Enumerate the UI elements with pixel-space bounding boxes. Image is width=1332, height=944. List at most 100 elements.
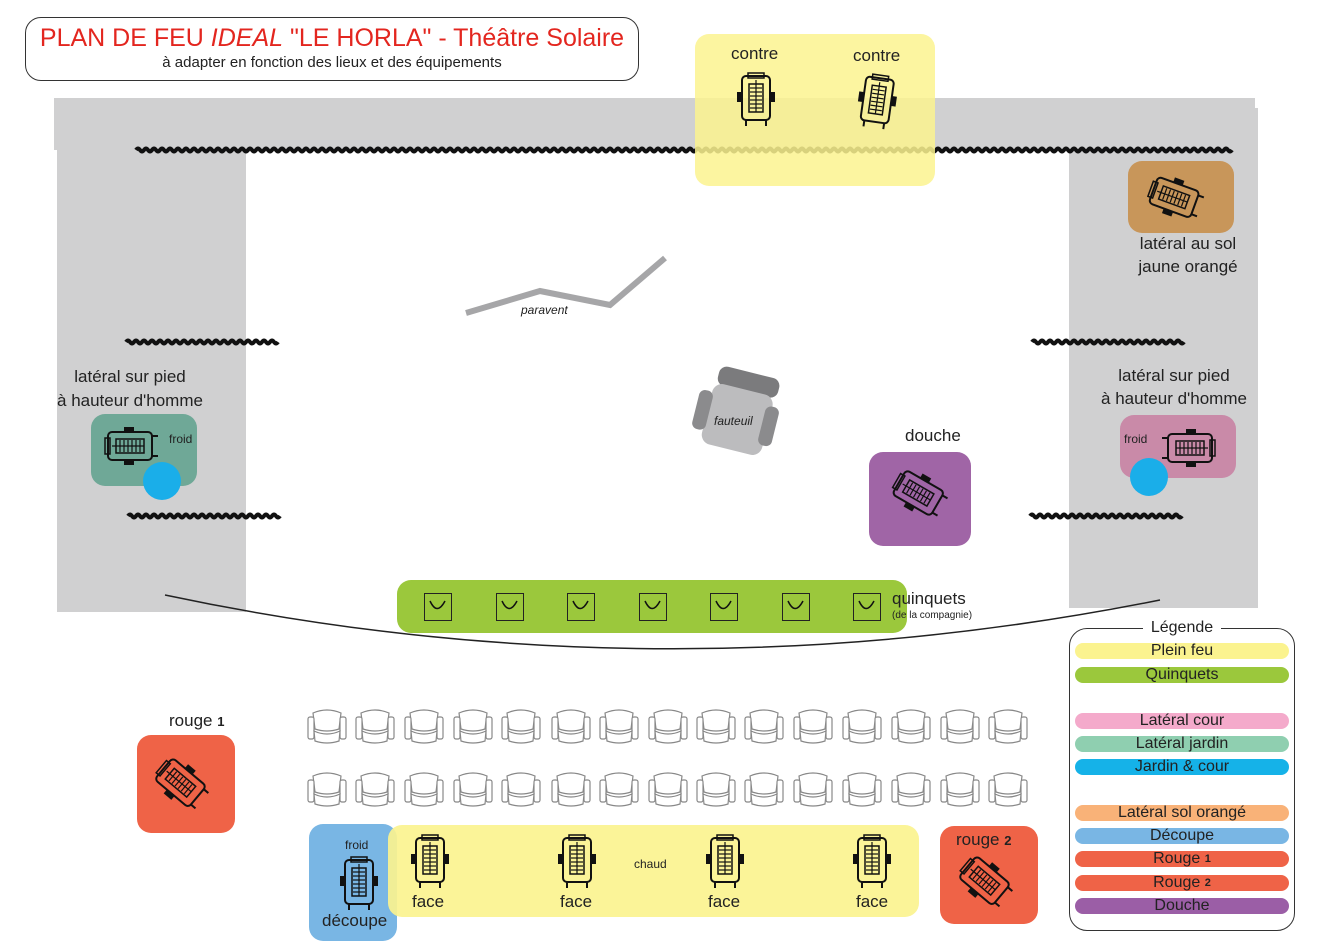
theatre-seat-icon bbox=[839, 766, 885, 817]
theatre-seat-icon bbox=[790, 766, 836, 817]
theatre-seat-icon bbox=[548, 766, 594, 817]
legend-item-douche: Douche bbox=[1075, 898, 1289, 914]
theatre-seat-icon bbox=[498, 766, 544, 817]
lateral-sol-label-2: jaune orangé bbox=[1138, 257, 1238, 276]
face-zone bbox=[388, 825, 919, 917]
theatre-seat-icon bbox=[937, 766, 983, 817]
footlight-icon bbox=[638, 593, 667, 621]
decoupe-projector-icon bbox=[337, 856, 381, 917]
face-label-4: face bbox=[856, 892, 889, 911]
footlight-icon bbox=[853, 593, 881, 621]
theatre-seat-icon bbox=[352, 766, 398, 817]
footlight-icon bbox=[710, 593, 738, 621]
title-box: PLAN DE FEU IDEAL "LE HORLA" - Théâtre S… bbox=[25, 17, 639, 81]
page-subtitle: à adapter en fonction des lieux et des é… bbox=[162, 54, 502, 71]
lateral-cour-projector-icon bbox=[1162, 420, 1216, 481]
legend-item-plein-feu: Plein feu bbox=[1075, 643, 1289, 659]
douche-zone bbox=[869, 452, 971, 546]
rouge2-projector-icon bbox=[959, 854, 1013, 915]
theatre-seat-icon bbox=[401, 766, 447, 817]
contre-zone bbox=[695, 34, 935, 186]
theatre-seat-icon bbox=[596, 703, 642, 754]
theatre-seat-icon bbox=[450, 766, 496, 817]
theatre-seat-icon bbox=[401, 703, 447, 754]
face-projector-4-icon bbox=[850, 834, 894, 895]
theatre-seat-icon bbox=[693, 703, 739, 754]
theatre-seat-icon bbox=[693, 766, 739, 817]
fauteuil-label: fauteuil bbox=[714, 414, 753, 428]
footlight-icon bbox=[567, 593, 595, 621]
contre-left-projector-icon bbox=[734, 72, 778, 133]
lateral-pied-left-label-1: latéral sur pied bbox=[74, 367, 186, 386]
quinquets-label: quinquets bbox=[892, 589, 966, 608]
stage-front-arc bbox=[164, 594, 1161, 650]
footlight-icon bbox=[495, 593, 524, 621]
chaud-label: chaud bbox=[634, 857, 667, 871]
theatre-seat-icon bbox=[888, 766, 934, 817]
theatre-seat-icon bbox=[450, 703, 496, 754]
legend-item-rouge-1: Rouge 1 bbox=[1075, 851, 1289, 867]
paravent-label: paravent bbox=[521, 303, 568, 317]
theatre-seat-icon bbox=[741, 703, 787, 754]
rouge1-zone bbox=[137, 735, 235, 833]
curtain-wave bbox=[134, 146, 1234, 154]
legend-title: Légende bbox=[1142, 619, 1222, 636]
face-label-3: face bbox=[708, 892, 741, 911]
contre-left-label: contre bbox=[731, 44, 779, 63]
face-label-2: face bbox=[560, 892, 593, 911]
lateral-pied-right-label-1: latéral sur pied bbox=[1118, 366, 1230, 385]
footlight-icon bbox=[781, 593, 810, 621]
theatre-seat-icon bbox=[839, 703, 885, 754]
theatre-seat-icon bbox=[304, 766, 350, 817]
lateral-sol-projector-icon bbox=[1146, 170, 1205, 231]
quinquets-note: (de la compagnie) bbox=[892, 610, 973, 621]
stage-frame bbox=[54, 98, 1258, 612]
jardin-cour-dot-left bbox=[143, 462, 181, 500]
theatre-seat-icon bbox=[645, 766, 691, 817]
froid-right-label: froid bbox=[1124, 432, 1148, 446]
face-projector-1-icon bbox=[408, 834, 452, 895]
armchair-icon bbox=[692, 366, 780, 455]
theatre-seat-icon bbox=[790, 703, 836, 754]
lateral-pied-right-label-2: à hauteur d'homme bbox=[1101, 389, 1247, 408]
theatre-seat-icon bbox=[985, 703, 1031, 754]
footlight-icon bbox=[424, 593, 452, 621]
curtain-top bbox=[124, 146, 1234, 520]
lateral-jardin-projector-icon bbox=[104, 418, 158, 479]
lateral-sol-label-1: latéral au sol bbox=[1139, 234, 1237, 253]
theatre-seat-icon bbox=[741, 766, 787, 817]
quinquets-zone bbox=[397, 580, 907, 633]
paravent bbox=[465, 255, 667, 316]
jardin-cour-dot-right bbox=[1130, 458, 1168, 496]
curtain-wave bbox=[1028, 512, 1184, 520]
face-projector-2-icon bbox=[555, 834, 599, 895]
douche-label: douche bbox=[905, 426, 961, 445]
curtain-wave bbox=[126, 512, 282, 520]
rouge1-label: rouge 1 bbox=[169, 711, 225, 730]
lateral-pied-left-label-2: à hauteur d'homme bbox=[57, 391, 203, 410]
curtain-wave bbox=[124, 338, 280, 346]
decoupe-zone bbox=[309, 824, 397, 941]
legend-item-lateral-jardin: Latéral jardin bbox=[1075, 736, 1289, 752]
page-title: PLAN DE FEU IDEAL "LE HORLA" - Théâtre S… bbox=[39, 24, 625, 52]
face-projector-3-icon bbox=[703, 834, 747, 895]
contre-right-label: contre bbox=[853, 46, 901, 65]
face-label-1: face bbox=[412, 892, 445, 911]
legend-item-quinquets: Quinquets bbox=[1075, 667, 1289, 683]
douche-projector-icon bbox=[891, 466, 949, 527]
theatre-seat-icon bbox=[352, 703, 398, 754]
rouge2-label: rouge 2 bbox=[956, 830, 1012, 849]
decoupe-label: découpe bbox=[322, 911, 388, 930]
theatre-seat-icon bbox=[645, 703, 691, 754]
legend-item-lateral-sol: Latéral sol orangé bbox=[1075, 805, 1289, 821]
legend-item-decoupe: Découpe bbox=[1075, 828, 1289, 844]
legend-item-rouge-2: Rouge 2 bbox=[1075, 875, 1289, 891]
contre-right-projector-icon bbox=[855, 73, 899, 135]
theatre-seat-icon bbox=[596, 766, 642, 817]
curtain-wave bbox=[1030, 338, 1186, 346]
legend-item-lateral-cour: Latéral cour bbox=[1075, 713, 1289, 729]
rouge1-projector-icon bbox=[155, 756, 209, 817]
theatre-seat-icon bbox=[548, 703, 594, 754]
theatre-seat-icon bbox=[985, 766, 1031, 817]
